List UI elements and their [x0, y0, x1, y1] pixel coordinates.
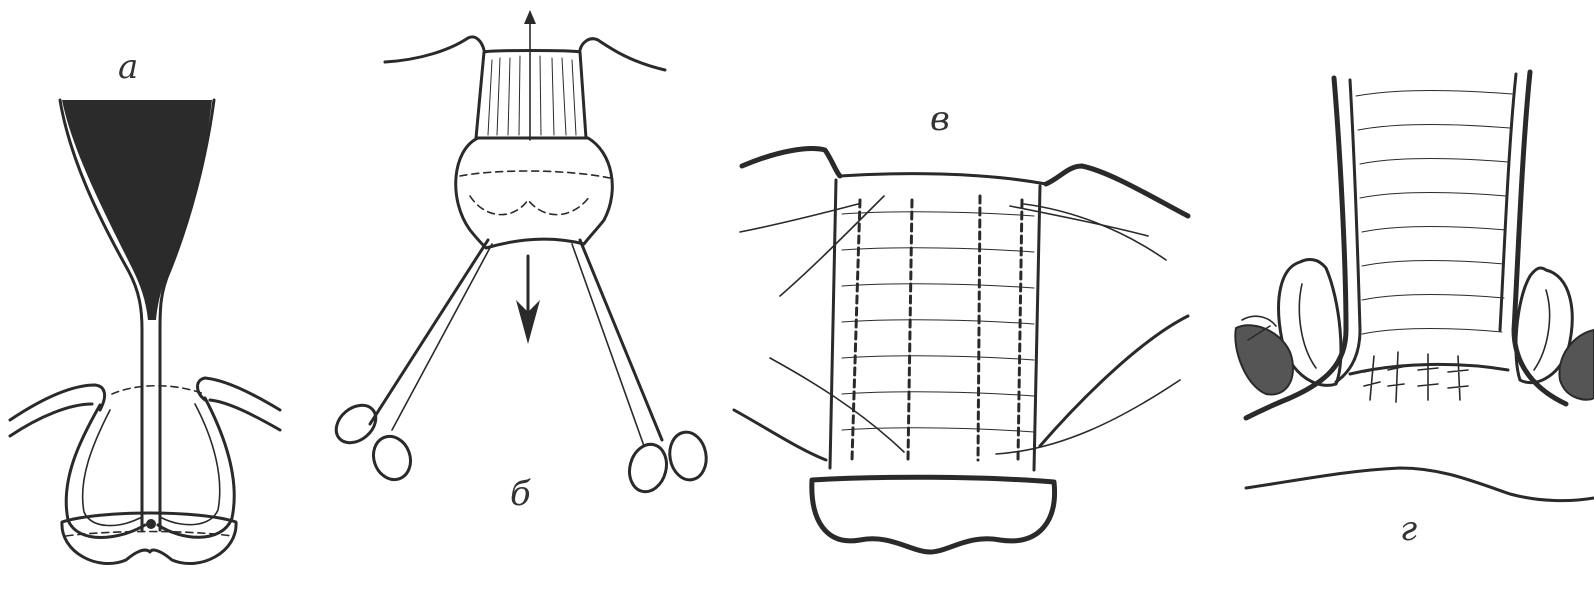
left-tissue-mass [1235, 325, 1293, 394]
cuff-dashed-top [460, 171, 610, 178]
cuff-dashed-lobes [470, 196, 590, 215]
right-loop-inner [162, 404, 220, 525]
left-strand-upper [10, 385, 105, 420]
thread-left-3 [770, 358, 904, 452]
cuff-knot [146, 519, 156, 529]
panel-g: г [1235, 72, 1594, 549]
canal-mucosal-folds [1356, 91, 1512, 335]
top-strand-right [580, 39, 665, 70]
thread-right-4 [996, 380, 1180, 454]
panel-v: в [734, 99, 1188, 552]
right-clamp-jaw-a [580, 240, 662, 440]
suture-row-4 [1018, 200, 1022, 460]
left-clamp-jaw-a [370, 240, 488, 424]
left-clamp-ring-2 [368, 431, 417, 485]
left-loop-inner [83, 410, 140, 526]
right-loop-outer [158, 398, 234, 537]
thread-left-4 [734, 410, 826, 460]
panel-v-label: в [930, 99, 950, 139]
right-clamp-ring-1 [624, 440, 671, 496]
panel-b: б [329, 10, 710, 514]
segment-left-edge [830, 180, 836, 468]
top-left-fold [742, 149, 840, 176]
suture-row-2 [908, 200, 912, 460]
everted-cuff [456, 138, 613, 248]
thread-left-1 [740, 204, 858, 232]
left-clamp-jaw-b [392, 244, 492, 430]
panel-a: а [10, 47, 280, 564]
top-margin-line [840, 174, 1046, 184]
anastomosis-stitches [1364, 352, 1468, 402]
panel-b-label: б [510, 474, 531, 514]
thread-right-3 [1040, 316, 1188, 446]
left-strand-lower [10, 404, 92, 436]
anal-stump-cuff [812, 477, 1055, 552]
bowel-tube-texture [488, 56, 576, 135]
segment-right-edge [1034, 186, 1040, 470]
right-tissue-mass [1559, 330, 1594, 400]
right-pouch-inner [1534, 290, 1550, 370]
left-pouch-inner [1299, 284, 1316, 368]
canal-right-wall [1514, 72, 1566, 404]
bowel-tube [476, 51, 586, 139]
right-clamp-ring-2 [666, 429, 710, 483]
top-strand-left [385, 37, 484, 62]
suture-row-3 [978, 196, 980, 460]
right-clamp-jaw-b [572, 244, 644, 446]
mucosal-folds [842, 212, 1034, 432]
bottom-contour [1246, 468, 1594, 501]
dashed-ring-upper [112, 386, 204, 394]
thread-right-2 [1010, 206, 1148, 236]
suture-row-1 [852, 200, 860, 460]
top-right-fold [1046, 166, 1188, 216]
upward-arrow-head [524, 10, 536, 24]
panel-g-label: г [1400, 509, 1417, 549]
left-clamp-ring-1 [329, 398, 383, 451]
panel-a-label: а [118, 47, 138, 87]
